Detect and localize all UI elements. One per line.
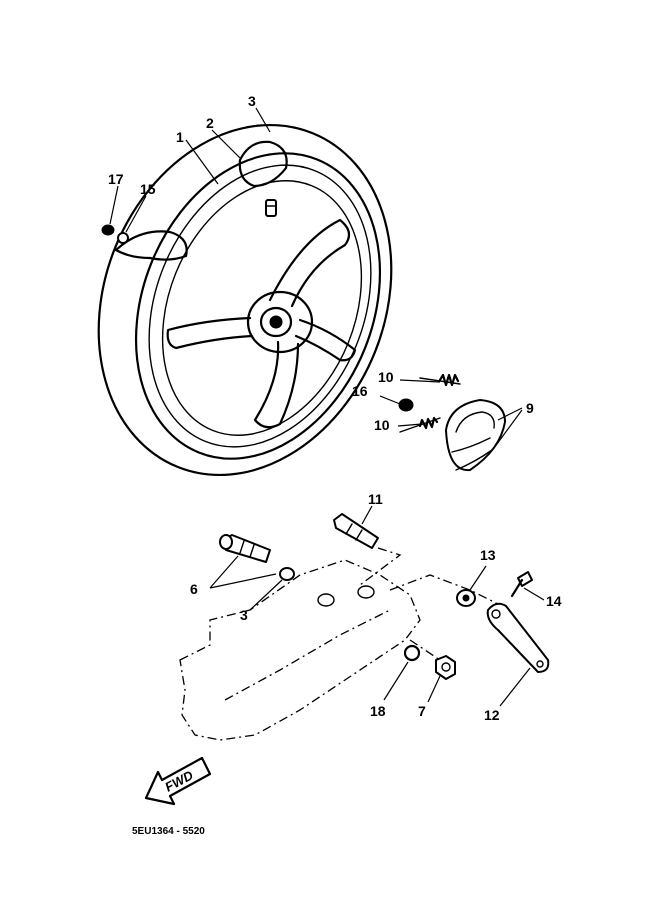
hub-outer (246, 290, 314, 354)
callout-1: 1 (176, 129, 184, 145)
align-line-2 (389, 574, 501, 606)
cam-shaft-11 (333, 513, 379, 549)
transmission-case-inner (224, 609, 391, 701)
rim-inner-2 (161, 180, 363, 436)
tire-outer (97, 123, 393, 477)
valve-stem (265, 199, 277, 217)
callout-10-upper: 10 (378, 369, 394, 385)
callout-17: 17 (108, 171, 124, 187)
callout-18: 18 (370, 703, 386, 719)
spoke-right (294, 318, 357, 362)
callout-15: 15 (140, 181, 156, 197)
callout-12: 12 (484, 707, 500, 723)
rim-outer (134, 152, 382, 460)
oil-seal-18 (403, 644, 421, 662)
case-hole-1 (317, 593, 335, 607)
callout-labels: 1 2 3 17 15 10 16 9 10 11 13 6 3 14 18 7… (108, 93, 562, 723)
callout-14: 14 (546, 593, 562, 609)
rear-wheel-assembly (97, 123, 393, 477)
case-hole-2 (357, 585, 375, 599)
leader-lines (109, 107, 545, 707)
hub-inner (259, 306, 293, 338)
hub-bore (269, 315, 283, 329)
tire-cut-left (114, 230, 188, 261)
drawing-code: 5EU1364 - 5520 (132, 826, 205, 837)
transmission-case-outline (179, 559, 421, 741)
callout-9: 9 (526, 400, 534, 416)
spoke-lower (253, 340, 300, 429)
callout-6: 6 (190, 581, 198, 597)
washer-13-hole (462, 594, 470, 602)
fwd-arrow: FWD (144, 756, 212, 806)
shaft-6 (219, 534, 271, 563)
callout-3-lower: 3 (240, 607, 248, 623)
callout-2: 2 (206, 115, 214, 131)
callout-3-upper: 3 (248, 93, 256, 109)
align-line-1 (359, 547, 402, 586)
rim-inner-1 (148, 164, 372, 448)
valve-nut (101, 224, 115, 236)
bearing-16 (398, 398, 414, 412)
valve-washer (117, 232, 129, 244)
callout-7: 7 (418, 703, 426, 719)
callout-16: 16 (352, 383, 368, 399)
spoke-upper (268, 218, 351, 308)
callout-13: 13 (480, 547, 496, 563)
cam-lever-12 (486, 602, 550, 673)
bolt-14 (510, 571, 533, 598)
brake-shoes (445, 399, 506, 472)
tire-cut-right (238, 140, 288, 188)
callout-10-lower: 10 (374, 417, 390, 433)
align-line-3 (409, 639, 441, 661)
brake-spring-lower (399, 416, 441, 433)
callout-11: 11 (368, 491, 383, 507)
washer-3 (279, 567, 295, 581)
axle-nut-7 (435, 655, 456, 680)
spoke-left (166, 316, 254, 350)
brake-spring-upper (419, 373, 461, 387)
